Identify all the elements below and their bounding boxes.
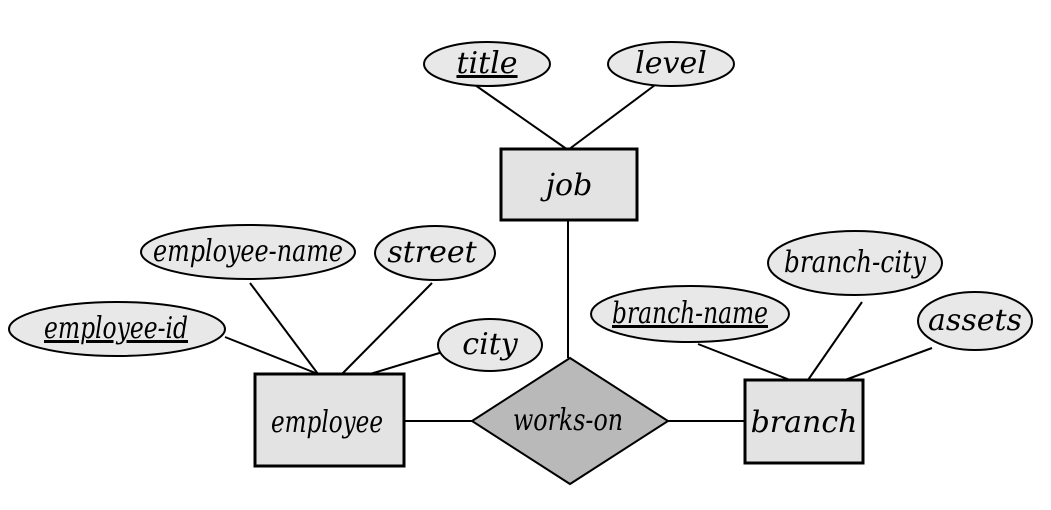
connector-employee-id-employee	[224, 336, 319, 375]
relationship-works-on: works-on	[470, 356, 670, 486]
attribute-employee-id: employee-id	[8, 301, 226, 357]
entity-job: job	[499, 147, 639, 222]
attribute-employee-id-label: employee-id	[44, 311, 188, 346]
connectors	[224, 84, 933, 422]
connector-title-job	[474, 84, 569, 151]
attribute-branch-name: branch-name	[590, 285, 790, 343]
attribute-assets: assets	[917, 291, 1033, 351]
attribute-level-label: level	[635, 46, 707, 81]
connector-level-job	[567, 84, 656, 151]
entity-branch: branch	[743, 378, 865, 465]
connector-street-employee	[341, 282, 433, 375]
entity-branch-label: branch	[751, 405, 858, 440]
attribute-title-label: title	[456, 46, 517, 81]
attribute-street-label: street	[387, 235, 477, 270]
attribute-branch-city-label: branch-city	[784, 245, 927, 280]
relationship-works-on-label: works-on	[513, 403, 623, 438]
attribute-assets-label: assets	[928, 303, 1022, 338]
attribute-street: street	[374, 225, 496, 281]
entity-job-label: job	[540, 168, 593, 203]
attribute-branch-city: branch-city	[767, 230, 943, 296]
attribute-employee-name-label: employee-name	[153, 234, 343, 269]
attribute-city: city	[437, 318, 543, 372]
attribute-title: title	[423, 41, 551, 87]
entity-employee-label: employee	[271, 405, 383, 440]
connector-assets-branch	[844, 347, 933, 381]
connector-employee-name-employee	[249, 282, 319, 375]
attribute-level: level	[607, 41, 735, 87]
entity-employee: employee	[253, 372, 406, 468]
connector-city-employee	[369, 350, 447, 375]
attribute-branch-name-label: branch-name	[612, 296, 768, 331]
connector-branch-city-branch	[807, 301, 863, 381]
attribute-city-label: city	[462, 327, 518, 362]
attribute-employee-name: employee-name	[140, 224, 356, 280]
connector-branch-name-branch	[697, 343, 791, 381]
